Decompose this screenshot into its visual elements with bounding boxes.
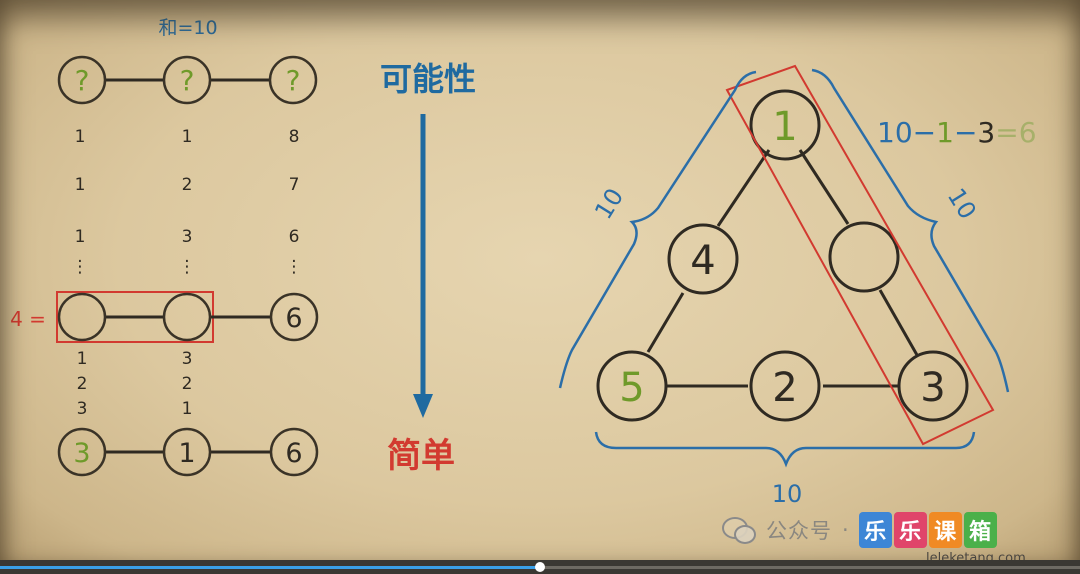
triangle-node-bottom-right: 3 [897,350,969,422]
possibility-value: 3 [182,227,193,247]
triangle-node-top: 1 [749,89,821,161]
watermark: 公众号 · 乐 乐 课 箱 [722,508,997,552]
top-row-node: ? [57,55,107,105]
svg-text:2: 2 [772,365,797,411]
sum-label: 和=10 [158,17,217,39]
svg-text:3: 3 [73,438,90,469]
svg-text:5: 5 [619,365,644,411]
logo-char: 课 [928,512,962,548]
svg-text:3: 3 [920,365,945,411]
progress-fill [0,566,540,569]
split-value: 2 [182,374,193,394]
down-arrow-head [413,394,433,418]
wechat-icon [722,517,756,544]
possibility-value: 1 [182,127,193,147]
possibility-value: 7 [289,175,300,195]
left-brace [558,70,757,389]
possibility-heading: 可能性 [380,60,476,98]
bottom-row-node: 6 [269,427,319,477]
bottom-row-node: 3 [57,427,107,477]
middle-row-node: 6 [269,292,319,342]
svg-text:6: 6 [285,303,302,334]
triangle-edge [716,149,771,227]
split-value: 3 [182,349,193,369]
triangle-node-bottom-mid: 2 [749,350,821,422]
possibility-value: 1 [75,227,86,247]
middle-row-node-empty [162,292,212,342]
svg-text:?: ? [286,64,301,97]
svg-text:1: 1 [772,104,797,150]
triangle-node-right-mid [828,221,900,293]
triangle-node-left-mid: 4 [667,223,739,295]
svg-text:6: 6 [285,438,302,469]
possibility-value: 2 [182,175,193,195]
triangle-node-bottom-left: 5 [596,350,668,422]
progress-scrubber[interactable] [535,562,545,572]
possibility-value: 8 [289,127,300,147]
ellipsis: ⋮ [72,257,89,277]
right-brace [811,68,1010,393]
svg-text:4: 4 [690,238,715,284]
highlight-box [725,64,995,446]
top-row-node: ? [162,55,212,105]
bottom-side-sum: 10 [772,480,803,508]
triangle-edge [646,292,685,353]
split-value: 2 [77,374,88,394]
brand-logo: 乐 乐 课 箱 [858,512,997,548]
equation: 10−1−3=6 [877,116,1037,149]
possibility-value: 6 [289,227,300,247]
split-value: 1 [182,399,193,419]
watermark-account-label: 公众号 [766,519,832,543]
svg-text:?: ? [180,64,195,97]
middle-row-node-empty [57,292,107,342]
logo-char: 乐 [893,512,927,548]
possibility-value: 1 [75,175,86,195]
triangle-edge [798,149,850,225]
possibility-value: 1 [75,127,86,147]
triangle-edge [878,289,919,356]
logo-char: 箱 [963,512,997,548]
bottom-brace [594,431,976,468]
bottom-row-node: 1 [162,427,212,477]
split-value: 1 [77,349,88,369]
ellipsis: ⋮ [286,257,303,277]
svg-text:?: ? [75,64,90,97]
watermark-separator: · [842,518,849,542]
logo-char: 乐 [858,512,892,548]
top-row-node: ? [268,55,318,105]
simple-heading: 简单 [387,436,455,476]
four-equals-label: 4 = [10,307,46,331]
ellipsis: ⋮ [179,257,196,277]
svg-text:1: 1 [178,438,195,469]
split-value: 3 [77,399,88,419]
